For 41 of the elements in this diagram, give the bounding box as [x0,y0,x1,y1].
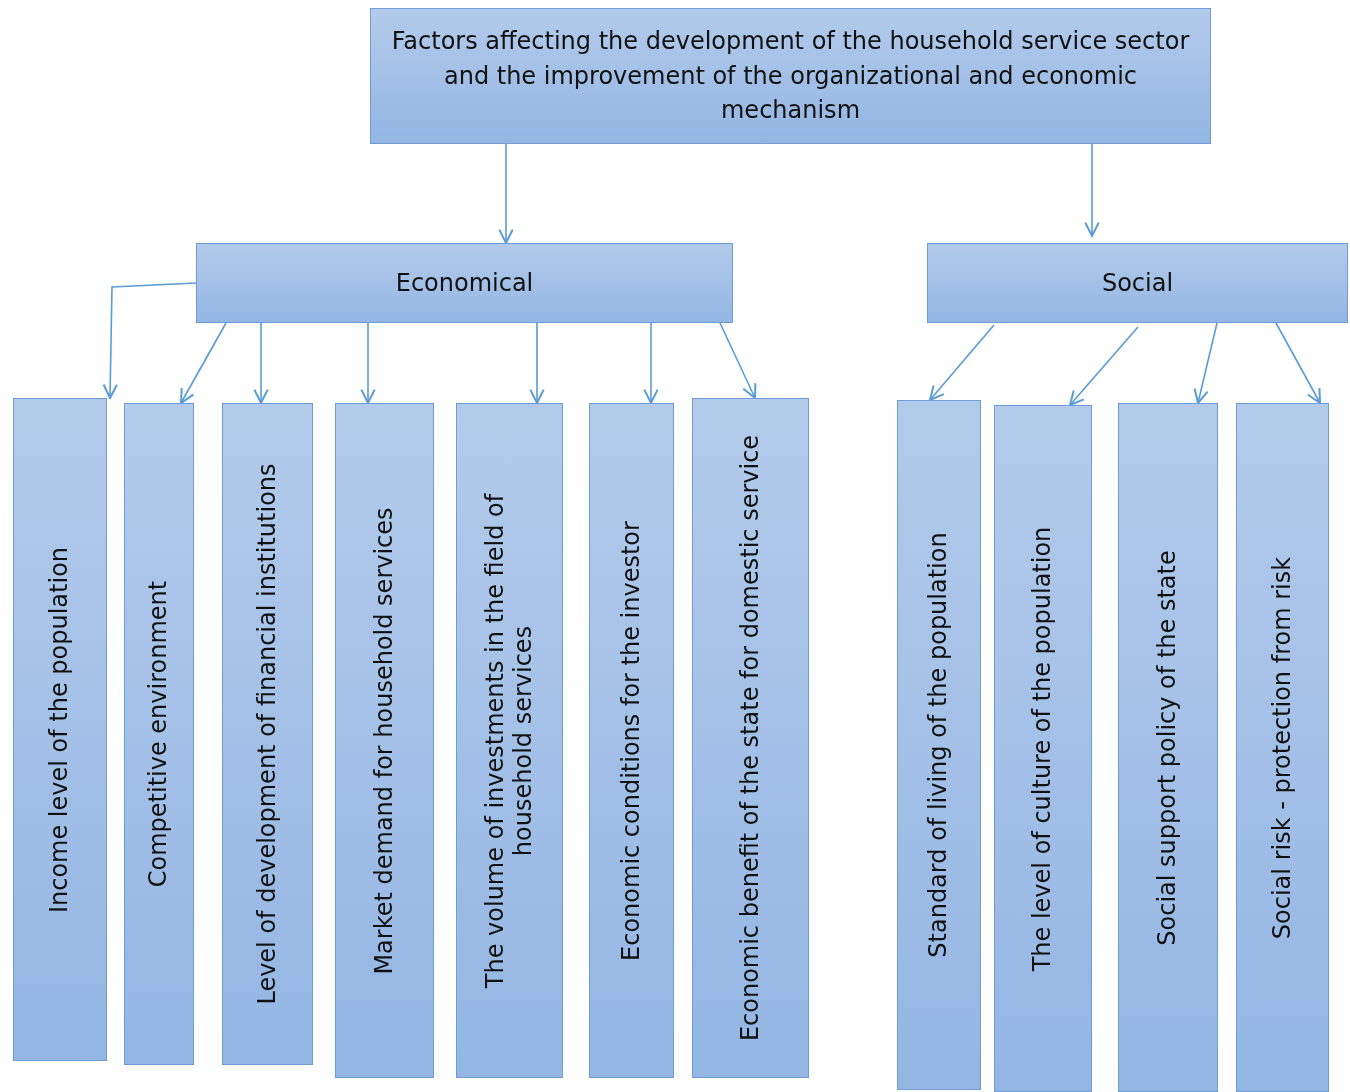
node-label: Economic conditions for the investor [617,519,646,963]
arrow [529,322,545,404]
node-label: Competitive environment [145,579,173,890]
node-label: Market demand for household services [370,505,399,977]
arrow [180,322,227,404]
factor-box [589,403,674,1078]
arrow [1069,326,1139,406]
arrow [719,322,757,399]
arrow [1275,322,1321,404]
category-box [927,243,1348,323]
factor-box [897,400,981,1090]
node-label: Factors affecting the development of the household service sector and the improvement of the organizational and economic mechanism [390,25,1191,127]
factor-box [1236,403,1329,1092]
node-label: Standard of living of the population [925,531,953,960]
node-label: Economical [394,267,535,299]
factor-box [13,398,107,1061]
arrow [929,324,995,401]
factor-box [692,398,809,1078]
factor-box [456,403,563,1078]
node-label: The volume of investments in the field of household services [481,492,538,991]
node-label: The level of culture of the population [1029,525,1057,974]
factor-box [222,403,313,1065]
node-label: Level of development of financial institutions [253,462,282,1007]
node-label: Social [1100,267,1175,299]
node-label: Social support policy of the state [1154,548,1182,948]
arrow [1193,322,1218,404]
arrow [498,143,514,244]
factor-box [1118,403,1218,1092]
node-label: Income level of the population [46,545,74,915]
arrow [1084,143,1100,237]
category-box [196,243,733,323]
arrow [253,322,269,404]
arrow [360,322,376,404]
node-label: Economic benefit of the state for domestic service [736,433,765,1044]
node-label: Social risk - protection from risk [1268,555,1297,941]
arrow [643,322,659,404]
title-box [370,8,1211,144]
arrow [102,282,197,399]
factor-box [335,403,434,1078]
factor-box [124,403,194,1065]
factor-box [994,405,1092,1092]
